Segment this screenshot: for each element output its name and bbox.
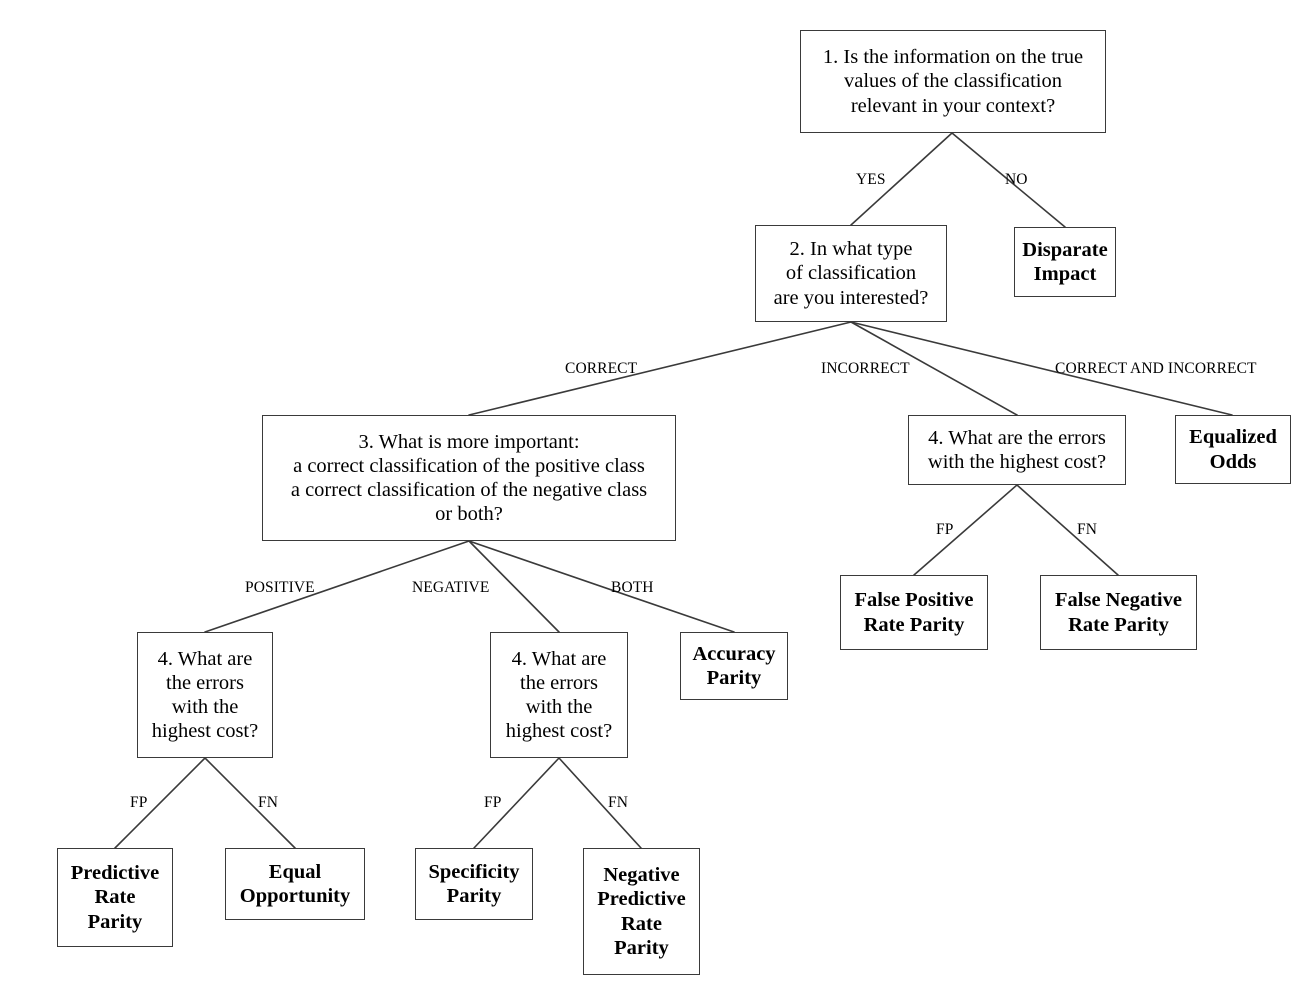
- node-question-1[interactable]: 1. Is the information on the true values…: [800, 30, 1106, 133]
- edge-q4right-to-false-negative-rate-parity: [1016, 484, 1119, 576]
- edge-q4left-to-predictive-rate-parity: [114, 757, 206, 849]
- edge-label-incorrect: INCORRECT: [821, 360, 910, 377]
- edge-q4left-to-equal-opportunity: [204, 757, 296, 849]
- edge-label-fn-mid: FN: [608, 794, 629, 811]
- node-question-3[interactable]: 3. What is more important: a correct cla…: [262, 415, 676, 541]
- node-leaf-negative-predictive-rate-parity[interactable]: Negative Predictive Rate Parity: [583, 848, 700, 975]
- edge-q2-to-q3: [468, 321, 852, 416]
- node-question-4-middle[interactable]: 4. What are the errors with the highest …: [490, 632, 628, 758]
- node-question-4-right[interactable]: 4. What are the errors with the highest …: [908, 415, 1126, 485]
- edge-label-fn-right: FN: [1077, 521, 1098, 538]
- edge-label-correct-and-incorrect: CORRECT AND INCORRECT: [1055, 360, 1257, 377]
- edge-label-yes: YES: [856, 171, 886, 188]
- node-leaf-false-positive-rate-parity[interactable]: False Positive Rate Parity: [840, 575, 988, 650]
- edge-label-fp-right: FP: [936, 521, 954, 538]
- node-leaf-accuracy-parity[interactable]: Accuracy Parity: [680, 632, 788, 700]
- node-leaf-disparate-impact[interactable]: Disparate Impact: [1014, 227, 1116, 297]
- node-question-2[interactable]: 2. In what type of classification are yo…: [755, 225, 947, 322]
- edge-q4mid-to-negative-predictive-rate-parity: [558, 757, 642, 849]
- node-leaf-predictive-rate-parity[interactable]: Predictive Rate Parity: [57, 848, 173, 947]
- edge-label-fp-mid: FP: [484, 794, 502, 811]
- node-leaf-equal-opportunity[interactable]: Equal Opportunity: [225, 848, 365, 920]
- edge-label-negative: NEGATIVE: [412, 579, 490, 596]
- edge-label-correct: CORRECT: [565, 360, 638, 377]
- edge-label-fp-left: FP: [130, 794, 148, 811]
- edge-label-positive: POSITIVE: [245, 579, 315, 596]
- edge-label-both: BOTH: [611, 579, 654, 596]
- node-leaf-equalized-odds[interactable]: Equalized Odds: [1175, 415, 1291, 484]
- edge-label-fn-left: FN: [258, 794, 279, 811]
- edge-q4right-to-false-positive-rate-parity: [913, 484, 1018, 576]
- edge-q3-to-accuracy-parity: [468, 540, 735, 633]
- edge-label-no: NO: [1005, 171, 1028, 188]
- node-leaf-specificity-parity[interactable]: Specificity Parity: [415, 848, 533, 920]
- node-leaf-false-negative-rate-parity[interactable]: False Negative Rate Parity: [1040, 575, 1197, 650]
- node-question-4-left[interactable]: 4. What are the errors with the highest …: [137, 632, 273, 758]
